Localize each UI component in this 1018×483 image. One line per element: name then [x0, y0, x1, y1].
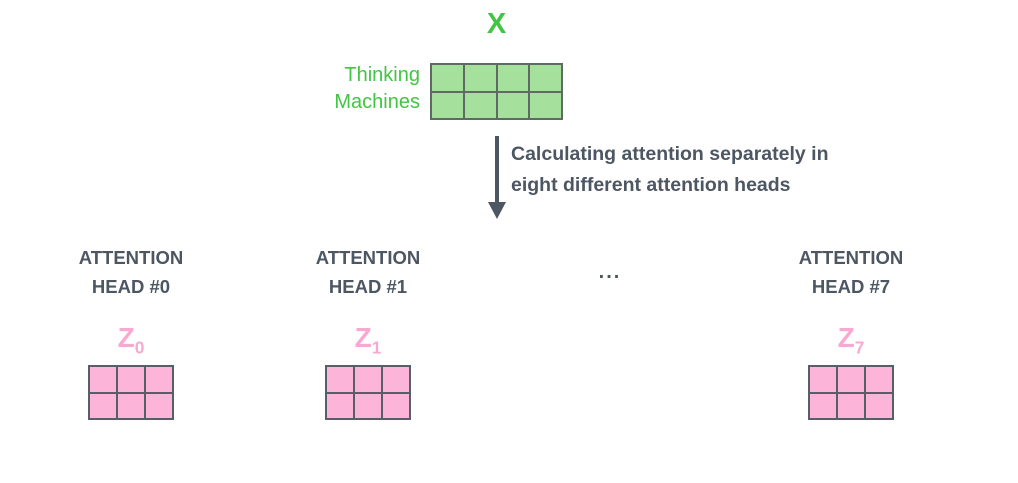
z-subscript: 1 [371, 337, 382, 358]
down-arrow-icon [488, 136, 506, 219]
attention-head-1-output-label: Z1 [278, 322, 458, 358]
matrix-cell [117, 366, 145, 393]
matrix-cell [463, 91, 497, 119]
attention-head-1-title-line-2: HEAD #1 [328, 276, 408, 297]
matrix-cell [326, 392, 354, 419]
matrix-cell [529, 64, 562, 92]
matrix-cell [145, 392, 173, 419]
input-row-label-1: Thinking [344, 64, 420, 86]
z-subscript: 7 [854, 337, 865, 358]
arrow-caption-line-1: Calculating attention separately in [511, 143, 829, 165]
attention-head-7-output-label: Z7 [761, 322, 941, 358]
attention-head-7-output-matrix [808, 365, 894, 420]
matrix-cell [463, 64, 497, 92]
arrow-caption: Calculating attention separately in eigh… [511, 139, 911, 201]
matrix-cell [865, 392, 893, 419]
matrix-cell [865, 366, 893, 393]
matrix-cell [382, 366, 410, 393]
matrix-cell [326, 366, 354, 393]
matrix-cell [89, 366, 117, 393]
input-row-label-2: Machines [334, 91, 420, 113]
arrow-caption-line-2: eight different attention heads [511, 174, 791, 196]
z-base: Z [117, 322, 135, 353]
matrix-cell [809, 392, 837, 419]
input-matrix-grid [430, 63, 563, 120]
attention-head-0-title: ATTENTION HEAD #0 [41, 243, 221, 301]
matrix-cell [354, 392, 382, 419]
matrix-cell [354, 366, 382, 393]
matrix-cell [496, 91, 530, 119]
attention-head-7-column: ATTENTION HEAD #7 Z7 [761, 243, 941, 420]
attention-head-1-title-line-1: ATTENTION [315, 247, 421, 268]
matrix-cell [89, 392, 117, 419]
matrix-cell [496, 64, 530, 92]
matrix-cell [431, 91, 464, 119]
attention-head-7-title-line-2: HEAD #7 [811, 276, 891, 297]
attention-head-0-output-label: Z0 [41, 322, 221, 358]
attention-head-0-title-line-1: ATTENTION [78, 247, 184, 268]
z-base: Z [354, 322, 372, 353]
matrix-cell [837, 392, 865, 419]
heads-ellipsis: ... [598, 261, 622, 283]
matrix-cell [529, 91, 562, 119]
matrix-cell [382, 392, 410, 419]
attention-head-7-title: ATTENTION HEAD #7 [761, 243, 941, 301]
attention-head-1-title: ATTENTION HEAD #1 [278, 243, 458, 301]
z-subscript: 0 [134, 337, 145, 358]
attention-head-7-title-line-1: ATTENTION [798, 247, 904, 268]
attention-head-0-output-matrix [88, 365, 174, 420]
attention-head-1-column: ATTENTION HEAD #1 Z1 [278, 243, 458, 420]
matrix-cell [809, 366, 837, 393]
input-row-labels: Thinking Machines [240, 62, 420, 116]
attention-head-0-title-line-2: HEAD #0 [91, 276, 171, 297]
attention-head-1-output-matrix [325, 365, 411, 420]
matrix-cell [837, 366, 865, 393]
attention-head-0-column: ATTENTION HEAD #0 Z0 [41, 243, 221, 420]
input-matrix-label: X [486, 8, 507, 40]
matrix-cell [117, 392, 145, 419]
matrix-cell [145, 366, 173, 393]
z-base: Z [837, 322, 855, 353]
matrix-cell [431, 64, 464, 92]
